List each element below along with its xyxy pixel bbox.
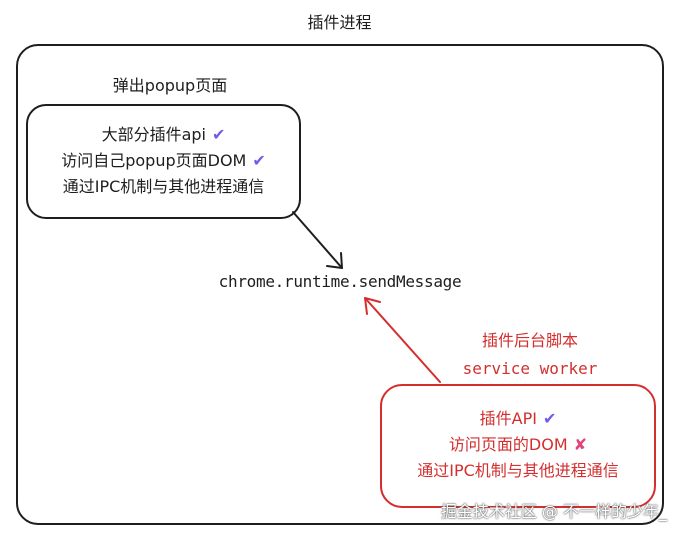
watermark: 掘金技术社区 @ 不一样的少年_: [440, 502, 667, 521]
background-script-title: 插件后台脚本: [481, 331, 578, 350]
background-capability-text: 插件API: [479, 409, 537, 428]
popup-capability-text: 大部分插件api: [101, 125, 206, 144]
cross-icon: ✘: [573, 435, 588, 454]
popup-capability-line: 通过IPC机制与其他进程通信: [28, 174, 299, 200]
plugin-process-container: [16, 44, 664, 525]
background-capability-text: 访问页面的DOM: [448, 435, 568, 454]
background-capability-text: 通过IPC机制与其他进程通信: [417, 461, 619, 480]
background-script-label: 插件后台脚本 service worker: [420, 327, 640, 383]
popup-capability-text: 访问自己popup页面DOM: [61, 151, 247, 170]
popup-to-message-arrow: [292, 211, 343, 269]
popup-capabilities: 大部分插件api ✔ 访问自己popup页面DOM ✔ 通过IPC机制与其他进程通信: [28, 122, 299, 200]
background-capability-line: 访问页面的DOM ✘: [382, 432, 654, 458]
popup-arrowhead: [326, 252, 343, 269]
background-capability-line: 通过IPC机制与其他进程通信: [382, 458, 654, 484]
popup-page-box: [26, 104, 301, 219]
check-icon: ✔: [212, 125, 226, 144]
popup-capability-line: 大部分插件api ✔: [28, 122, 299, 148]
send-message-label: chrome.runtime.sendMessage: [218, 272, 462, 291]
background-capability-line: 插件API ✔: [382, 406, 654, 432]
background-to-message-arrow: [364, 297, 441, 383]
popup-page-label: 弹出popup页面: [112, 76, 228, 95]
diagram-title: 插件进程: [307, 13, 372, 32]
background-capabilities: 插件API ✔ 访问页面的DOM ✘ 通过IPC机制与其他进程通信: [382, 406, 654, 484]
check-icon: ✔: [542, 409, 557, 428]
background-script-box: [380, 384, 656, 508]
popup-capability-text: 通过IPC机制与其他进程通信: [62, 177, 265, 196]
popup-capability-line: 访问自己popup页面DOM ✔: [28, 148, 299, 174]
background-arrowhead: [364, 297, 381, 315]
check-icon: ✔: [252, 151, 266, 170]
service-worker-label: service worker: [462, 359, 598, 378]
